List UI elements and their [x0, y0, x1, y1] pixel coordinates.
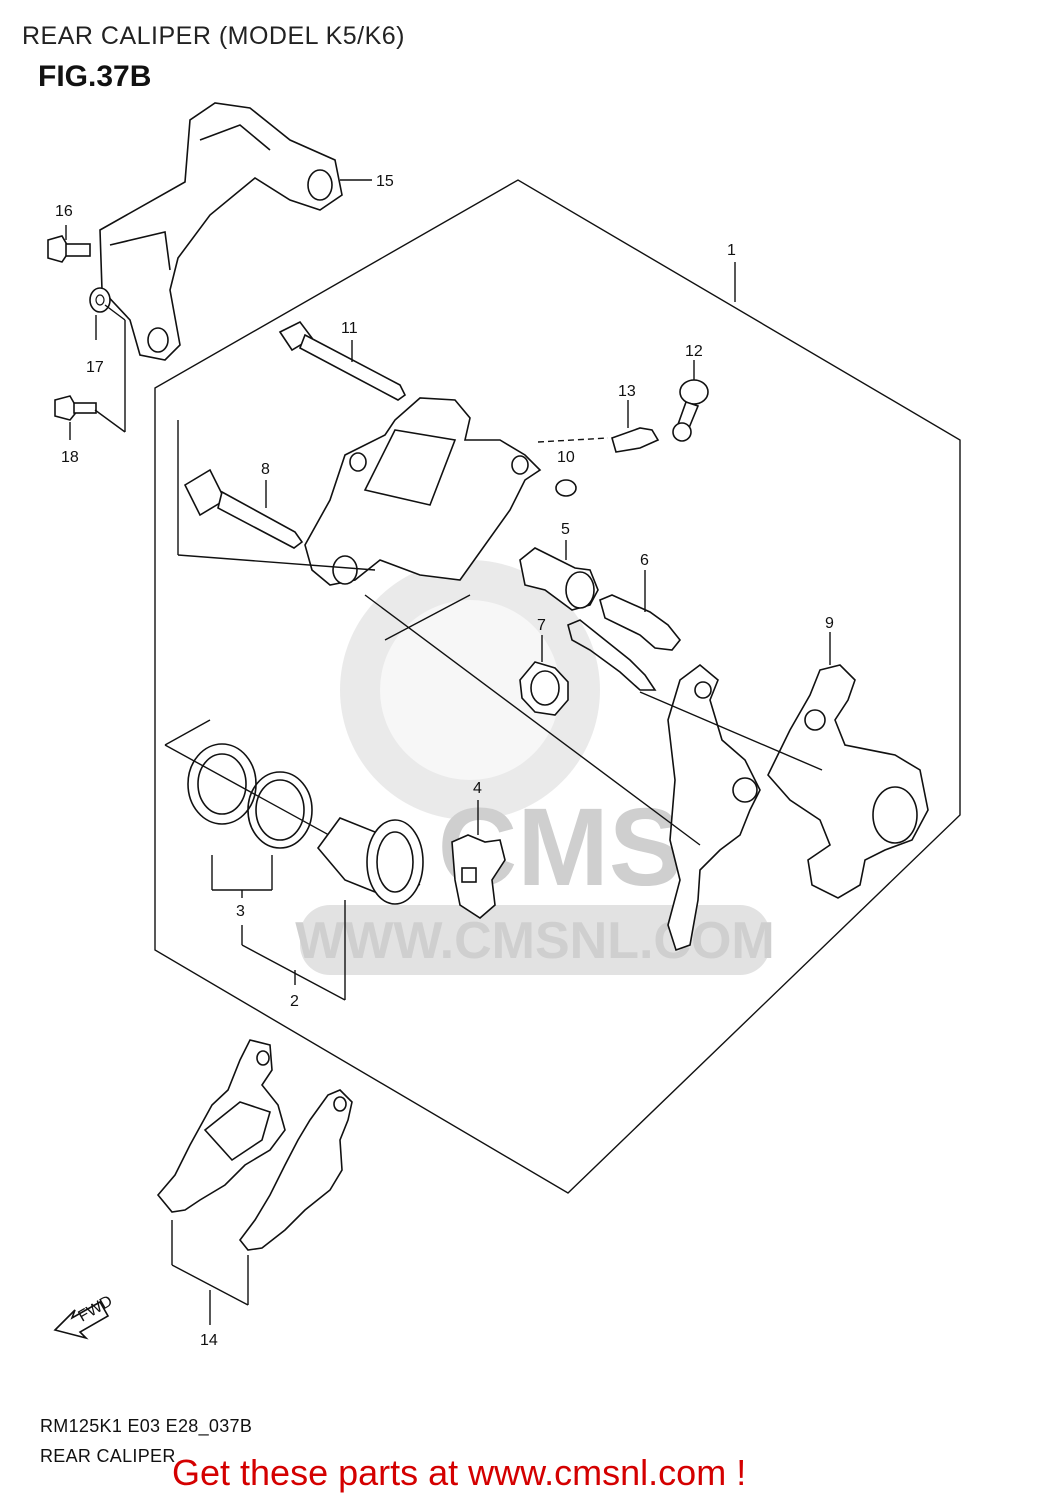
callout-16: 16 — [55, 203, 73, 220]
callout-7: 7 — [537, 617, 546, 634]
figure-number: FIG.37B — [38, 60, 152, 93]
callout-1: 1 — [727, 242, 736, 259]
callout-15: 15 — [376, 173, 394, 190]
sleeve-6 — [599, 594, 682, 651]
callout-5: 5 — [561, 521, 570, 538]
forward-arrow: FWD — [53, 1293, 116, 1340]
pin-8 — [183, 468, 304, 549]
callout-13: 13 — [618, 383, 636, 400]
spring-clip — [567, 619, 657, 691]
piston-2 — [316, 817, 424, 905]
callout-12: 12 — [685, 343, 703, 360]
callout-11: 11 — [341, 320, 358, 337]
cap-12 — [672, 379, 709, 442]
callout-10: 10 — [557, 449, 575, 466]
callout-17: 17 — [86, 359, 104, 376]
watermark-url: WWW.CMSNL.COM — [295, 912, 774, 970]
diagram-subtitle: REAR CALIPER — [40, 1446, 176, 1466]
seals-3 — [187, 743, 313, 849]
callout-4: 4 — [473, 780, 482, 797]
callout-3: 3 — [236, 903, 245, 920]
boot-7 — [519, 661, 569, 716]
pad-spring-4 — [451, 834, 506, 919]
callout-2: 2 — [290, 993, 299, 1010]
brake-pads-14 — [156, 1039, 353, 1251]
cta-link-text[interactable]: Get these parts at www.cmsnl.com ! — [172, 1452, 747, 1493]
caliper-body — [304, 397, 542, 586]
callout-numbers: 1 2 3 4 5 6 7 8 9 10 11 12 13 14 15 16 1… — [55, 173, 834, 1349]
callout-8: 8 — [261, 461, 270, 478]
caliper-bracket — [99, 102, 343, 361]
bolt-18 — [54, 395, 97, 421]
caliper-holder-9 — [667, 663, 929, 952]
callout-18: 18 — [61, 449, 79, 466]
page-title: REAR CALIPER (MODEL K5/K6) — [22, 22, 406, 50]
assembly-boundary — [154, 179, 961, 1194]
callout-9: 9 — [825, 615, 834, 632]
callout-14: 14 — [200, 1332, 218, 1349]
ring-10 — [555, 479, 577, 497]
bolt-16 — [47, 235, 91, 263]
boot-5 — [519, 547, 599, 611]
callout-6: 6 — [640, 552, 649, 569]
bleeder-13 — [611, 427, 660, 453]
diagram-code: RM125K1 E03 E28_037B — [40, 1416, 253, 1436]
pin-11 — [278, 320, 407, 401]
